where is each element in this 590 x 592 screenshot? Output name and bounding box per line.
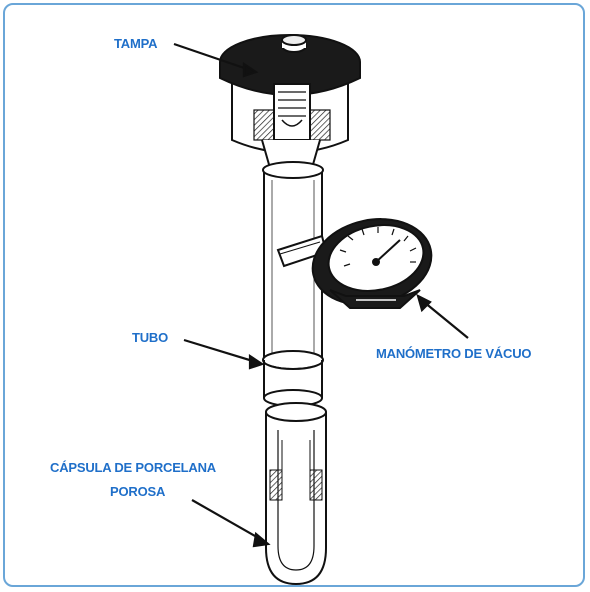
label-tampa: TAMPA [114, 36, 157, 51]
label-manometro: MANÓMETRO DE VÁCUO [376, 346, 531, 361]
label-capsula-line1: CÁPSULA DE PORCELANA [50, 460, 216, 475]
label-tubo: TUBO [132, 330, 168, 345]
cap [220, 35, 360, 168]
tube [263, 162, 323, 406]
label-capsula-line2: POROSA [110, 484, 165, 499]
vacuum-gauge [278, 208, 439, 315]
ceramic-cup [266, 403, 326, 584]
